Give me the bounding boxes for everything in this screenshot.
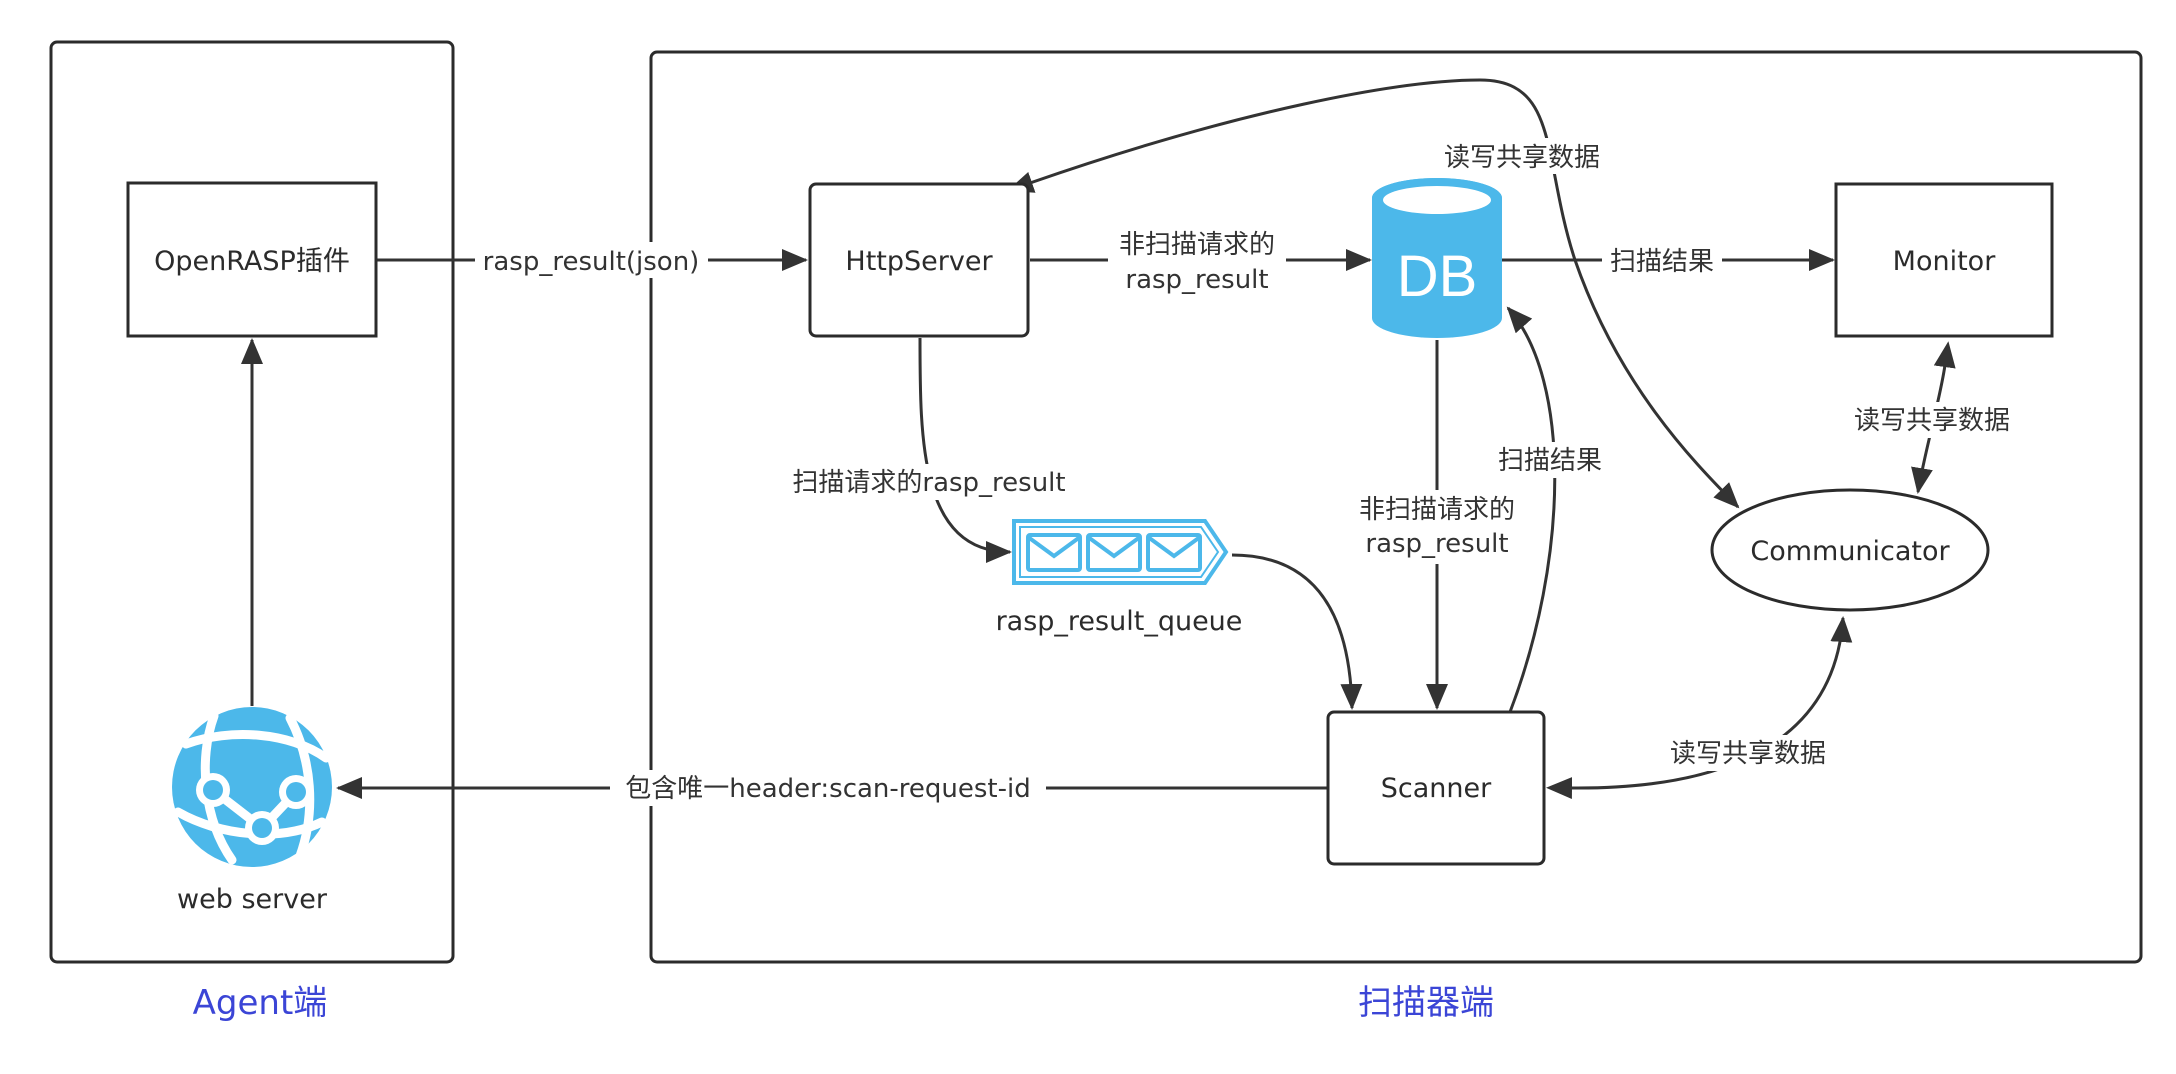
label-header-id: 包含唯一header:scan-request-id (625, 774, 1030, 804)
communicator-node (1710, 488, 1990, 612)
scanner-frame (649, 50, 2143, 964)
httpserver-label: HttpServer (845, 246, 993, 277)
openrasp-node (126, 181, 378, 338)
queue-icon (1012, 519, 1229, 585)
label-rw-monitor: 读写共享数据 (1854, 406, 2010, 436)
label-scan-rasp: 扫描请求的rasp_result (792, 468, 1065, 498)
monitor-label: Monitor (1893, 246, 1997, 277)
label-rasp-json: rasp_result(json) (483, 247, 700, 277)
communicator-label: Communicator (1750, 536, 1950, 567)
db-label: DB (1397, 244, 1478, 309)
label-rw-scanner: 读写共享数据 (1670, 739, 1826, 769)
label-nonscan2-2: rasp_result (1365, 529, 1508, 559)
web-server-icon (172, 707, 332, 867)
group-agent-caption: Agent端 (193, 983, 328, 1023)
group-scanner-caption: 扫描器端 (1358, 983, 1494, 1023)
scanner-node (1326, 710, 1546, 866)
edge-httpserver-communicator (1007, 78, 1740, 509)
label-nonscan-1: 非扫描请求的 (1119, 230, 1275, 260)
httpserver-node (808, 182, 1030, 338)
label-nonscan2-1: 非扫描请求的 (1359, 495, 1515, 525)
web-server-label: web server (177, 884, 328, 915)
label-nonscan-2: rasp_result (1125, 265, 1268, 295)
edge-queue-scanner (1231, 553, 1363, 710)
label-scan-result-db: 扫描结果 (1498, 446, 1602, 476)
agent-frame (49, 40, 455, 964)
edge-httpserver-queue (918, 337, 1012, 563)
db-node: DB (1372, 178, 1502, 338)
openrasp-label: OpenRASP插件 (154, 246, 350, 277)
scanner-label: Scanner (1381, 773, 1492, 804)
queue-label: rasp_result_queue (996, 606, 1243, 637)
monitor-node (1834, 182, 2054, 338)
label-scan-result-monitor: 扫描结果 (1610, 247, 1714, 277)
label-rw-top: 读写共享数据 (1444, 143, 1600, 173)
